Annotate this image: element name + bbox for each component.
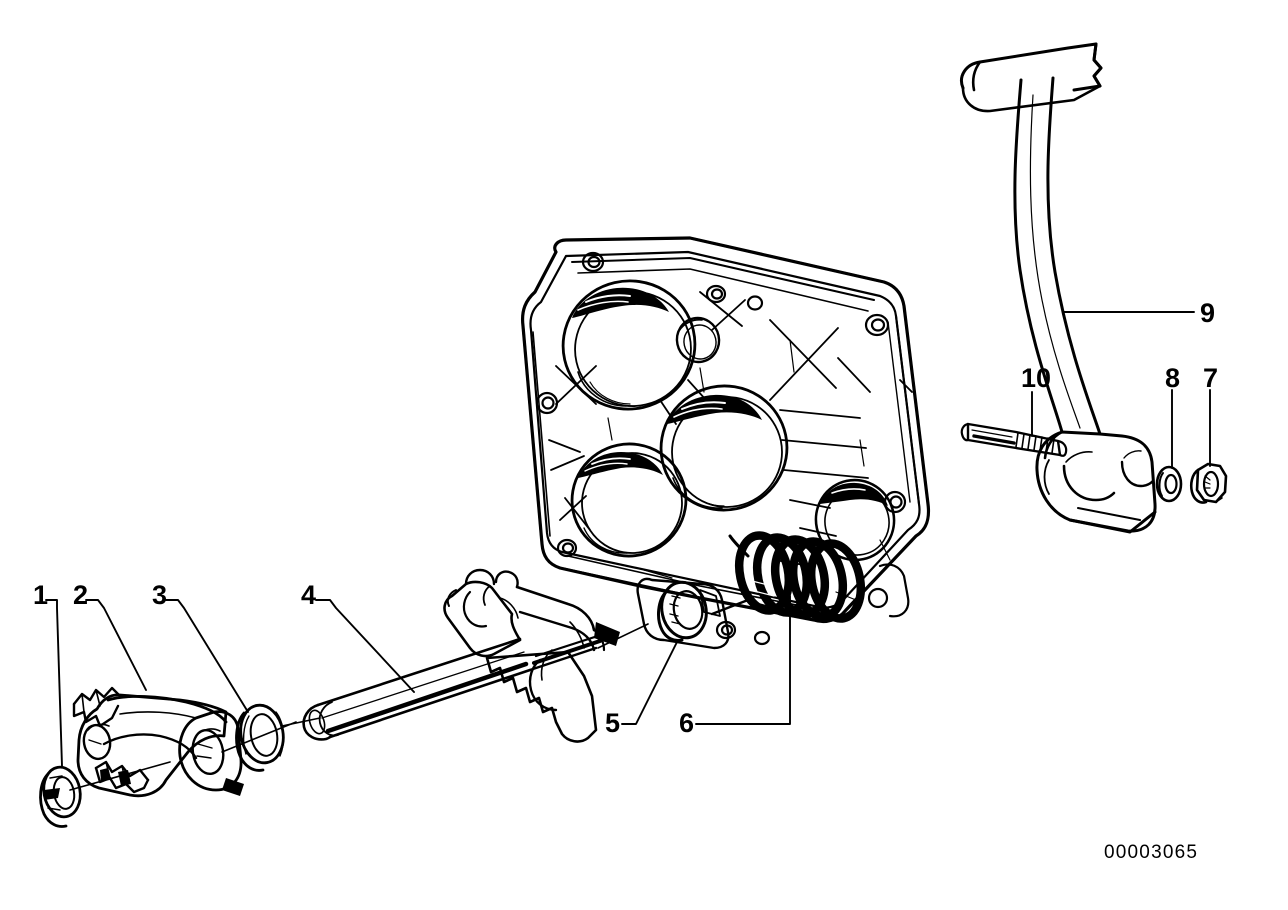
callout-label-3: 3: [152, 580, 168, 610]
callout-label-4: 4: [301, 580, 317, 610]
part-circlip: [39, 765, 82, 828]
callout-label-8: 8: [1165, 363, 1181, 393]
part-threaded-stud: [960, 422, 1068, 457]
callout-label-5: 5: [605, 708, 621, 738]
part-gearbox-housing-cover: [520, 236, 931, 650]
part-seal-ring: [235, 703, 285, 772]
callout-label-7: 7: [1203, 363, 1219, 393]
part-lock-washer: [1155, 465, 1183, 503]
part-hex-nut: [1189, 462, 1228, 504]
part-shaft-seal: [657, 580, 708, 642]
callout-leader-lines: [45, 311, 1211, 767]
part-shift-pedal: [960, 42, 1157, 534]
callout-label-10: 10: [1021, 363, 1052, 393]
assembly-centerlines: [69, 623, 649, 791]
callout-label-1: 1: [33, 580, 49, 610]
part-shift-shaft: [302, 568, 620, 743]
diagram-id-label: 00003065: [1104, 842, 1199, 863]
callout-label-6: 6: [679, 708, 695, 738]
callout-label-2: 2: [73, 580, 89, 610]
callout-label-9: 9: [1200, 298, 1216, 328]
part-shift-lever-arm: [72, 686, 244, 798]
